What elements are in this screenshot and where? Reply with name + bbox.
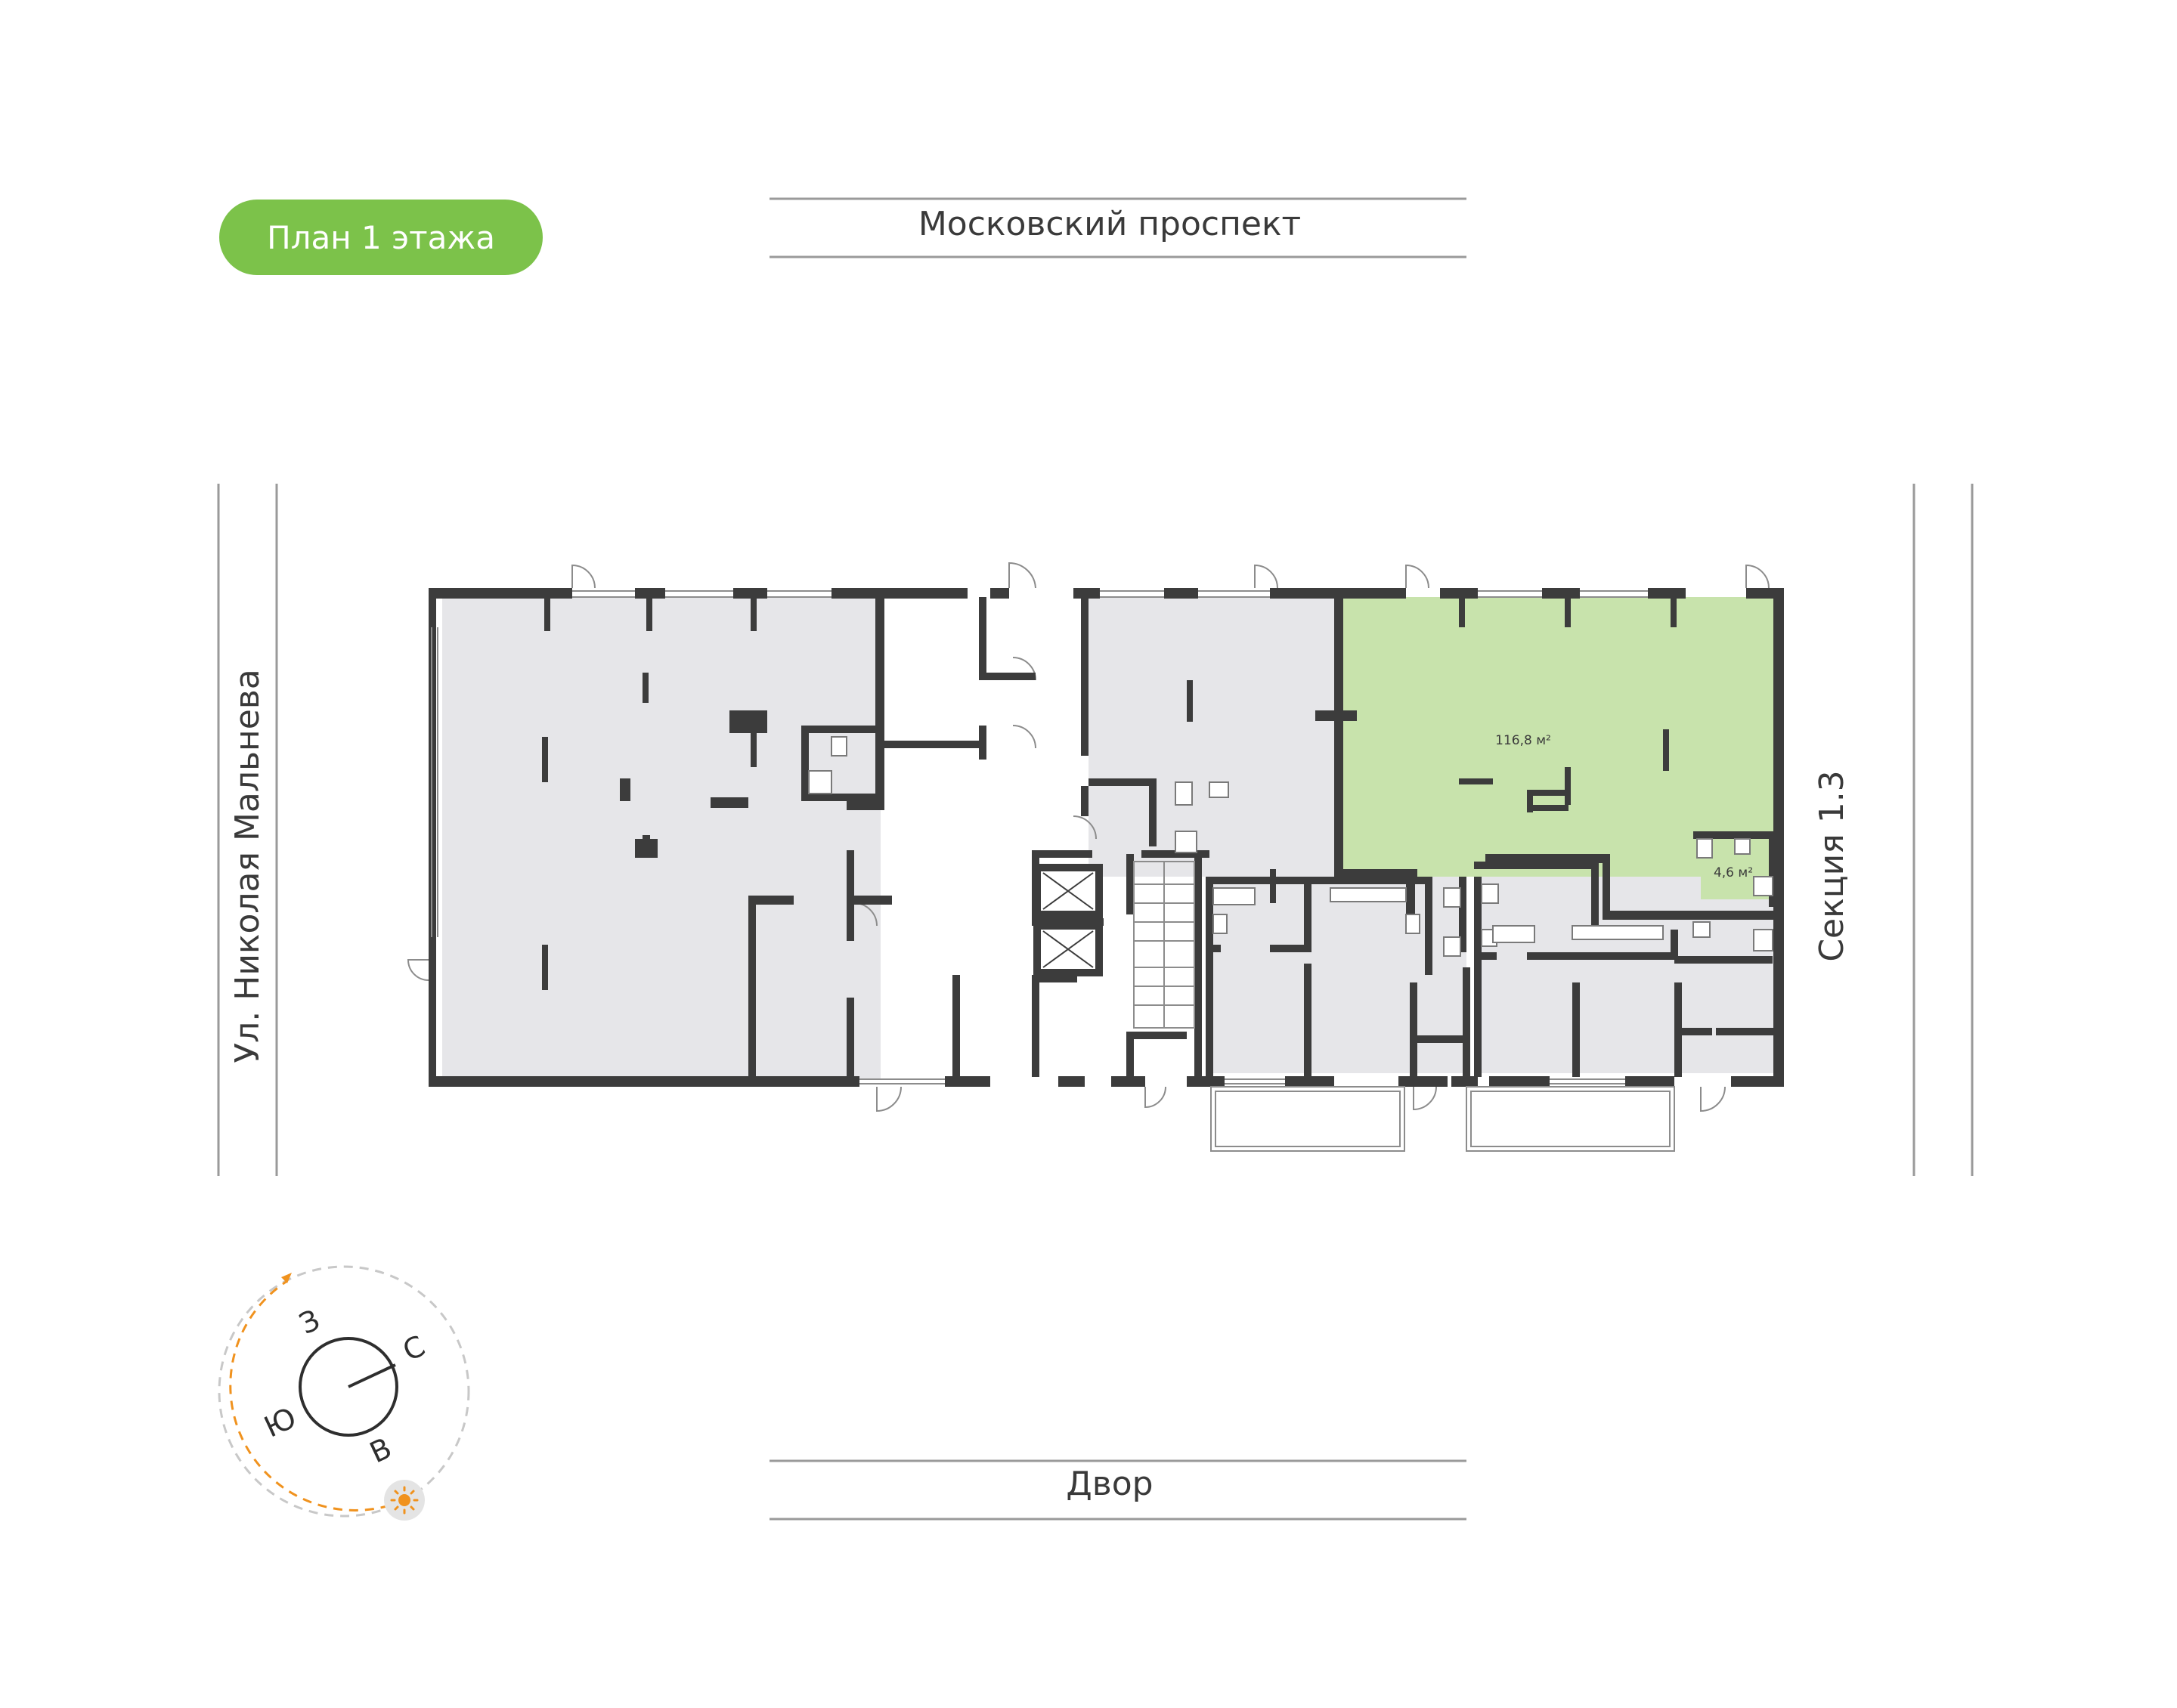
compass-needle bbox=[348, 1363, 396, 1388]
street-guide-lines bbox=[217, 197, 1974, 1521]
windows bbox=[431, 590, 1648, 1085]
compass-east: В bbox=[364, 1431, 396, 1470]
compass-rose: З С Ю В bbox=[218, 1265, 470, 1521]
sun-direction-arrow bbox=[281, 1273, 292, 1283]
compass-north: С bbox=[398, 1329, 430, 1368]
staircase bbox=[1133, 861, 1195, 1029]
apartment-2-rooms bbox=[1474, 877, 1776, 1073]
compass-south: Ю bbox=[259, 1400, 302, 1443]
balconies bbox=[1210, 1086, 1675, 1152]
door-swings bbox=[407, 562, 1770, 1112]
area-label-wc: 4,6 м² bbox=[1714, 865, 1753, 880]
floor-plan: 116,8 м² 4,6 м² bbox=[407, 562, 1784, 1152]
elevator-shafts bbox=[1033, 864, 1103, 976]
sun-icon bbox=[384, 1480, 425, 1521]
sun-path bbox=[218, 1265, 470, 1518]
street-label-bottom: Двор bbox=[1066, 1465, 1154, 1503]
elevator-cross-marks bbox=[1042, 872, 1094, 968]
compass-west: З bbox=[294, 1303, 325, 1341]
commercial-room-middle bbox=[1088, 597, 1338, 877]
columns bbox=[542, 597, 1357, 990]
floor-title-badge: План 1 этажа bbox=[219, 200, 543, 275]
sanitary-fixtures bbox=[808, 736, 1773, 957]
interior-walls bbox=[748, 597, 1778, 1081]
service-room bbox=[756, 903, 854, 1077]
sun-path-highlight bbox=[229, 1279, 405, 1512]
selected-premises bbox=[1339, 597, 1776, 877]
street-label-top: Московский проспект bbox=[918, 205, 1302, 243]
area-label-main: 116,8 м² bbox=[1495, 733, 1551, 748]
